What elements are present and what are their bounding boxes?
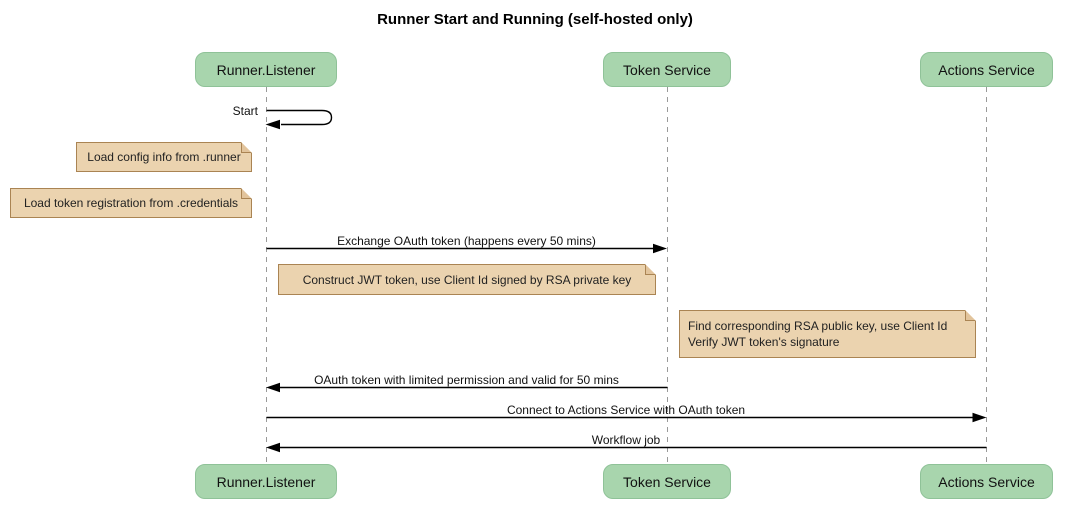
note-load-config: Load config info from .runner bbox=[76, 142, 252, 172]
note-construct-jwt: Construct JWT token, use Client Id signe… bbox=[278, 264, 656, 295]
participant-runner-listener-bottom: Runner.Listener bbox=[195, 464, 337, 499]
participant-label: Actions Service bbox=[938, 61, 1035, 78]
participant-label: Runner.Listener bbox=[216, 473, 316, 490]
participant-label: Actions Service bbox=[938, 473, 1035, 490]
arrow-start-self-loop bbox=[266, 109, 333, 126]
message-label-start: Start bbox=[232, 104, 258, 118]
participant-token-service-bottom: Token Service bbox=[603, 464, 731, 499]
note-text: Find corresponding RSA public key, use C… bbox=[688, 319, 948, 349]
note-text: Load token registration from .credential… bbox=[23, 196, 239, 210]
message-label-workflow-job: Workflow job bbox=[591, 433, 661, 447]
note-text: Construct JWT token, use Client Id signe… bbox=[302, 272, 632, 287]
note-fold-corner bbox=[241, 143, 251, 153]
note-fold-corner bbox=[241, 189, 251, 199]
participant-actions-service-bottom: Actions Service bbox=[920, 464, 1053, 499]
note-verify-jwt: Find corresponding RSA public key, use C… bbox=[679, 310, 976, 358]
message-label-oauth-return: OAuth token with limited permission and … bbox=[314, 373, 619, 387]
participant-label: Token Service bbox=[623, 473, 711, 490]
diagram-title: Runner Start and Running (self-hosted on… bbox=[377, 11, 693, 28]
note-text: Load config info from .runner bbox=[87, 150, 241, 164]
arrowhead-start bbox=[265, 119, 280, 130]
note-load-token-registration: Load token registration from .credential… bbox=[10, 188, 252, 218]
participant-actions-service-top: Actions Service bbox=[920, 52, 1053, 87]
participant-token-service-top: Token Service bbox=[603, 52, 731, 87]
message-label-connect-actions: Connect to Actions Service with OAuth to… bbox=[506, 403, 746, 417]
participant-runner-listener-top: Runner.Listener bbox=[195, 52, 337, 87]
participant-label: Token Service bbox=[623, 61, 711, 78]
note-fold-corner bbox=[645, 265, 655, 275]
note-fold-corner bbox=[965, 311, 975, 321]
message-label-exchange-oauth: Exchange OAuth token (happens every 50 m… bbox=[337, 234, 596, 248]
participant-label: Runner.Listener bbox=[216, 61, 316, 78]
